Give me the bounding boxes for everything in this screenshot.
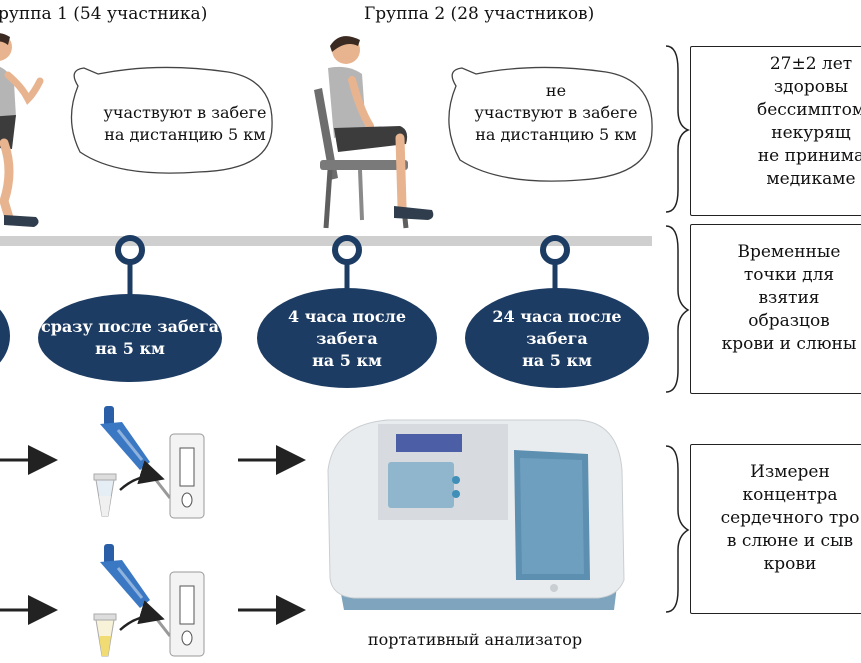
bubble-2-text: не участвуют в забеге на дистанцию 5 км: [456, 80, 656, 146]
note-measurement-line: концентра: [742, 485, 838, 505]
timepoint-3-line: 24 часа после: [492, 307, 622, 326]
bubble-1-line: на дистанцию 5 км: [104, 125, 266, 144]
timepoint-1-line: на 5 км: [95, 339, 165, 358]
tube-bottom-icon: [93, 613, 117, 657]
bubble-1-line: участвуют в забеге: [103, 103, 267, 122]
bubble-1-text: участвуют в забеге на дистанцию 5 км: [90, 102, 280, 146]
timepoint-3-line: на 5 км: [522, 351, 592, 370]
note-measurement-line: сердечного тро: [720, 508, 860, 528]
note-participants-line: 27±2 лет: [769, 54, 853, 74]
running-person-icon: [0, 33, 44, 227]
tube-top-icon: [93, 473, 117, 517]
note-participants-line: не принима: [757, 146, 861, 166]
timepoint-pins: [0, 235, 649, 388]
test-strip-bottom-icon: [169, 571, 205, 657]
note-timepoints-line: взятия: [758, 288, 820, 308]
timepoint-2-label: 4 часа после забега на 5 км: [257, 306, 437, 372]
bubble-2-line: участвуют в забеге: [474, 103, 638, 122]
note-box-measurement: Измерен концентра сердечного тро в слюне…: [690, 444, 861, 614]
timepoint-1-line: сразу после забега: [40, 317, 220, 336]
note-timepoints-line: Временные: [737, 242, 841, 262]
note-measurement-line: крови: [763, 554, 817, 574]
test-strip-top-icon: [169, 433, 205, 519]
timepoint-2-line: на 5 км: [312, 351, 382, 370]
timepoint-2-line: забега: [316, 329, 378, 348]
timepoint-2-line: 4 часа после: [287, 307, 407, 326]
analyzer-label: портативный анализатор: [367, 630, 583, 649]
group-1-title: руппа 1 (54 участника): [0, 4, 208, 24]
bracket-timepoints: [665, 225, 690, 393]
note-participants-line: здоровы: [773, 77, 849, 97]
bracket-measurement: [665, 445, 690, 613]
note-measurement-line: в слюне и сыв: [726, 531, 854, 551]
note-timepoints-line: точки для: [743, 265, 835, 285]
bubble-2-line: на дистанцию 5 км: [475, 125, 637, 144]
timeline-bar: [0, 236, 652, 246]
note-participants-line: медикаме: [766, 169, 856, 189]
timepoint-1-label: сразу после забега на 5 км: [38, 316, 222, 360]
note-timepoints-line: образцов: [748, 311, 830, 331]
note-measurement-line: Измерен: [750, 462, 830, 482]
bubble-2-line: не: [545, 81, 567, 100]
group-2-title: Группа 2 (28 участников): [364, 4, 595, 24]
speech-bubble-2: [448, 66, 653, 182]
portable-analyzer-icon: [327, 419, 625, 610]
timepoint-3-line: забега: [526, 329, 588, 348]
sitting-person-icon: [314, 36, 434, 229]
note-participants-line: бессимптом: [756, 100, 861, 120]
bracket-participants: [665, 45, 691, 213]
timepoint-3-label: 24 часа после забега на 5 км: [465, 306, 649, 372]
note-box-participants: 27±2 лет здоровы бессимптом некурящ не п…: [690, 46, 861, 216]
brackets: [665, 45, 691, 613]
note-participants-line: некурящ: [771, 123, 851, 143]
sample-flow: [0, 406, 306, 657]
speech-bubble-1: [70, 66, 273, 174]
note-box-timepoints: Временные точки для взятия образцов кров…: [690, 224, 861, 394]
note-timepoints-line: крови и слюны: [721, 334, 857, 354]
